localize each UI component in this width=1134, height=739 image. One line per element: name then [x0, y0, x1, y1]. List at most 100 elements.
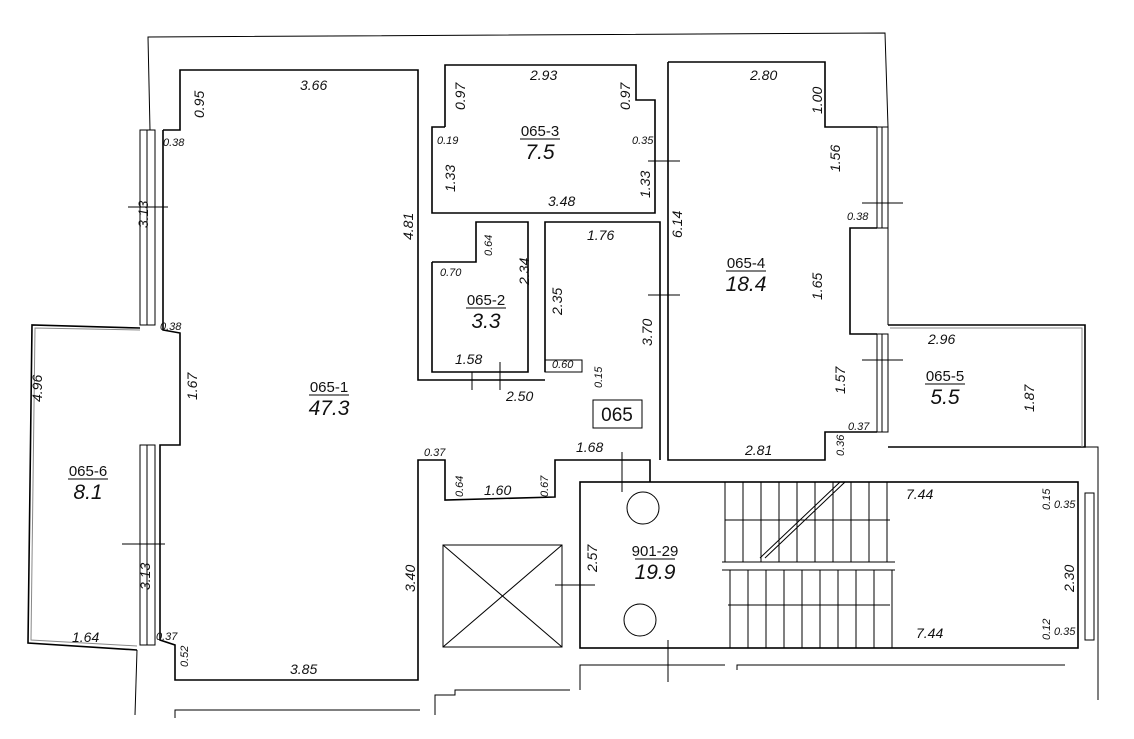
labels: 065-147.3065-23.3065-37.5065-418.4065-55…: [29, 67, 1077, 677]
stair-break-line: [759, 481, 841, 559]
room-065-5-rail: [890, 327, 1083, 447]
elevator-cross: [442, 544, 563, 648]
dimension-label: 6.14: [669, 211, 685, 238]
lower-walls: [736, 664, 1065, 670]
dimension-label: 1.87: [1021, 384, 1037, 412]
room-area: 7.5: [525, 141, 555, 164]
lower-walls-2: [174, 709, 420, 718]
room-065-4-walls: [668, 61, 877, 128]
dimension-label: 0.37: [156, 631, 178, 643]
dimension-label: 3.85: [290, 661, 317, 677]
room-065-2-walls: [431, 221, 529, 373]
dimension-label: 3.70: [639, 319, 655, 346]
dimension-label: 0.38: [847, 211, 869, 223]
riser-icon: [626, 491, 660, 525]
room-area: 18.4: [726, 273, 767, 296]
dimension-label: 0.15: [1041, 488, 1053, 510]
dimension-label: 2.81: [744, 442, 772, 458]
dimension-label: 3.48: [548, 193, 575, 209]
dimension-label: 0.64: [454, 476, 466, 497]
room-id: 065-3: [521, 123, 559, 140]
lower-walls-3: [434, 689, 570, 715]
room-065-1-walls: [163, 69, 545, 381]
stairwell-walls: [579, 481, 1079, 649]
balcony-rail: [30, 327, 141, 647]
dimension-label: 1.60: [484, 482, 511, 498]
room-id: 065-6: [69, 463, 107, 480]
dimension-label: 0.15: [593, 366, 605, 388]
dimension-label: 0.38: [163, 137, 185, 149]
dimension-label: 0.67: [539, 475, 551, 497]
dimension-label: 3.40: [402, 565, 418, 592]
dimension-label: 2.93: [529, 67, 557, 83]
stair-break-line: [764, 481, 846, 559]
dimension-label: 0.95: [191, 91, 207, 118]
room-area: 8.1: [73, 481, 102, 504]
dimension-label: 0.12: [1041, 619, 1053, 640]
dimension-label: 2.35: [549, 288, 565, 316]
dimension-label: 0.60: [552, 359, 574, 371]
room-area: 47.3: [309, 397, 350, 420]
outer-walls: [134, 32, 1099, 716]
dimension-label: 0.70: [440, 267, 462, 279]
room-id: 065-4: [727, 255, 765, 272]
room-065-3-walls: [431, 64, 656, 214]
dimension-label: 1.76: [587, 227, 614, 243]
dimension-label: 1.57: [832, 366, 848, 394]
dimension-label: 0.52: [179, 646, 191, 667]
dimension-label: 0.97: [617, 82, 633, 110]
corridor-walls: [544, 221, 661, 460]
dimension-label: 1.65: [809, 273, 825, 300]
room-id: 065-1: [310, 379, 348, 396]
dimension-label: 0.37: [848, 421, 870, 433]
dimension-label: 0.64: [483, 235, 495, 256]
staircase: [722, 481, 895, 648]
room-065-5-walls: [888, 324, 1086, 448]
room-id: 065-5: [926, 368, 964, 385]
windows: [122, 126, 1095, 646]
niche: [544, 359, 583, 373]
room-065-6-walls: [27, 324, 141, 651]
dimension-label: 7.44: [916, 625, 943, 641]
room-065-4-walls-lower: [849, 227, 877, 335]
dimension-label: 0.37: [424, 447, 446, 459]
plan-tag: 065: [601, 405, 633, 426]
dimension-label: 1.68: [576, 439, 603, 455]
dimension-label: 2.57: [584, 544, 600, 573]
dimension-label: 0.35: [1054, 499, 1076, 511]
dimension-label: 2.30: [1061, 565, 1077, 593]
plan-tag-box: [592, 399, 643, 429]
dimension-label: 1.00: [809, 87, 825, 114]
dimension-label: 1.56: [827, 145, 843, 172]
riser-icon: [623, 603, 657, 637]
dimension-label: 2.80: [749, 67, 777, 83]
elevator-shaft: [442, 544, 563, 648]
dimension-label: 3.13: [135, 201, 151, 228]
dimension-label: 7.44: [906, 486, 933, 502]
dimension-label: 1.64: [72, 629, 99, 645]
room-065-1-walls-lower: [159, 130, 651, 681]
dimension-label: 0.35: [632, 135, 654, 147]
dimension-label: 3.66: [300, 77, 327, 93]
dimension-label: 0.38: [160, 321, 182, 333]
dimension-label: 2.96: [927, 331, 955, 347]
dimension-label: 2.50: [505, 388, 533, 404]
dimension-label: 1.33: [637, 171, 653, 198]
dimension-label: 1.58: [455, 351, 482, 367]
room-area: 19.9: [635, 561, 676, 584]
dimension-label: 0.19: [437, 135, 458, 147]
dimension-label: 4.96: [29, 375, 45, 402]
dimension-label: 0.36: [835, 434, 847, 456]
dimension-label: 3.13: [137, 563, 153, 590]
dimension-label: 0.35: [1054, 626, 1076, 638]
room-id: 901-29: [632, 543, 679, 560]
room-065-4-walls-bottom: [667, 62, 877, 461]
dimension-label: 4.81: [400, 213, 416, 240]
room-area: 5.5: [930, 386, 960, 409]
dimension-label: 2.34: [516, 258, 532, 286]
dimension-label: 1.67: [184, 372, 200, 400]
dimension-label: 0.97: [452, 82, 468, 110]
dimension-label: 1.33: [442, 165, 458, 192]
room-id: 065-2: [467, 292, 505, 309]
